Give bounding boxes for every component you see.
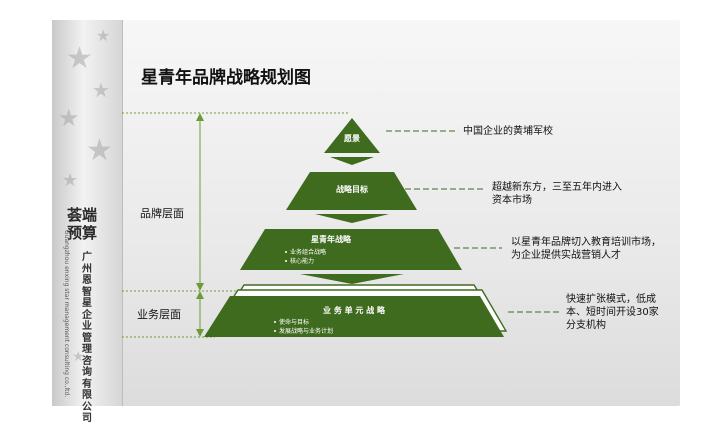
bullet-dot	[274, 321, 276, 323]
tier-business-shape	[204, 296, 504, 337]
connector-3	[300, 274, 404, 284]
slide-background	[52, 20, 680, 406]
bracket-brand-arrow-top	[196, 113, 204, 121]
sidebar-panel: ★ ★ ★ ★ ★ ★ ★ 荟端预算 广州恩智星企业管理咨询有限公司 Guang…	[52, 20, 122, 424]
connector-1	[330, 157, 374, 165]
tier-business-bullet-2: 发展战略与业务计划	[279, 327, 333, 335]
tier-strategy-label: 星青年战略	[311, 234, 352, 244]
star-decoration-icon: ★	[96, 26, 111, 45]
tier-business-label: 业 务 单 元 战 略	[323, 305, 386, 315]
bullet-dot	[285, 251, 287, 253]
note-vision: 中国企业的黄埔军校	[463, 126, 553, 137]
company-name-english: Guangzhou enxing star management consult…	[63, 230, 70, 398]
star-decoration-icon: ★	[58, 104, 80, 132]
bracket-brand-arrow-bottom	[196, 283, 204, 291]
star-decoration-icon: ★	[66, 41, 93, 76]
note-strategy: 以星青年品牌切入教育培训市场，为企业提供实战营销人才	[511, 237, 661, 261]
tier-strategy-bullet-2: 核心能力	[290, 257, 314, 265]
tier-strategy-shape	[240, 229, 462, 270]
tier-goal-label: 战略目标	[336, 184, 368, 194]
page-title: 星青年品牌战略规划图	[141, 68, 311, 88]
business-level-label: 业务层面	[137, 308, 181, 321]
note-business: 快速扩张模式，低成本、短时间开设30家分支机构	[566, 294, 659, 331]
star-decoration-icon: ★	[62, 170, 79, 191]
tier-strategy-bullet-1: 业务组合战略	[290, 248, 326, 256]
star-decoration-icon: ★	[86, 133, 113, 168]
star-decoration-icon: ★	[72, 349, 85, 365]
sidebar-divider	[122, 20, 123, 406]
bracket-business-arrow-bottom	[196, 329, 204, 337]
bullet-dot	[285, 260, 287, 262]
connector-2	[315, 214, 389, 223]
tier-goal-shape	[286, 172, 417, 210]
star-decoration-icon: ★	[92, 78, 110, 102]
brand-level-label: 品牌层面	[140, 207, 184, 220]
tier-business-bullet-1: 使命与目标	[279, 318, 309, 326]
bracket-business-arrow-top	[196, 291, 204, 299]
bullet-dot	[274, 330, 276, 332]
pyramid-diagram: 愿景 战略目标 星青年战略 业务组合战略 核心能力 业 务 单 元 战 略 使命…	[122, 112, 560, 338]
tier-vision-label: 愿景	[344, 133, 360, 143]
tier-vision-shape	[324, 118, 380, 153]
note-goal: 超越新东方，三至五年内进入资本市场	[492, 182, 622, 206]
brand-mark: 荟端预算	[66, 206, 97, 242]
